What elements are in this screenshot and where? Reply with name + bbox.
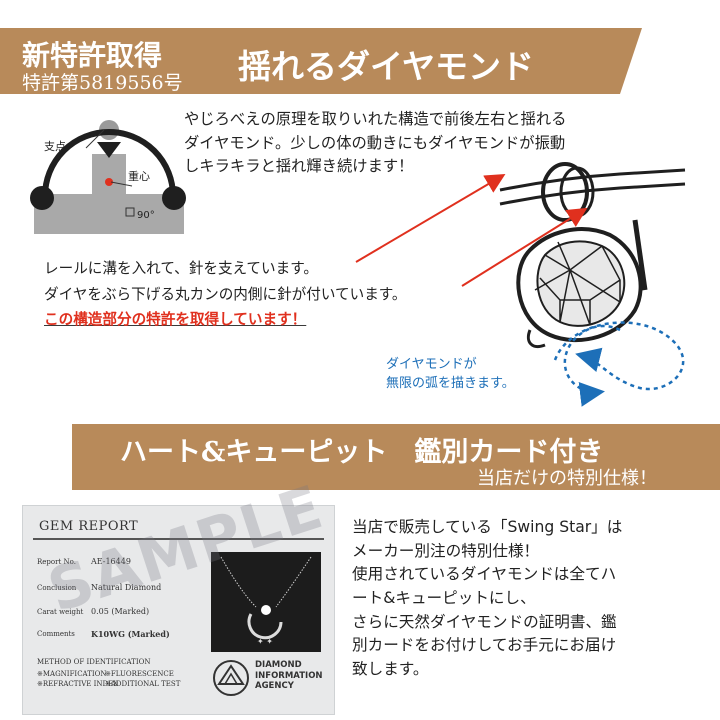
pendant-tip: [526, 329, 546, 348]
outro-line: さらに天然ダイヤモンドの証明書、鑑: [352, 612, 617, 631]
gem-report-heading: GEM REPORT: [39, 519, 139, 534]
diagram-arc: [42, 129, 176, 197]
center-leader: [110, 181, 133, 187]
motion-line: 無限の弧を描きます。: [386, 375, 515, 391]
diagram-pivot: [97, 142, 121, 158]
agency-name: DIAMOND INFORMATION AGENCY: [255, 660, 323, 692]
chain-bottom: [499, 182, 686, 206]
motion-line: ダイヤモンドが: [386, 357, 477, 372]
report-photo: ✦ ✦: [211, 552, 321, 652]
diagram-weight-right: [162, 186, 186, 210]
intro-line: やじろべえの原理を取りいれた構造で前後左右と揺れる: [184, 110, 567, 128]
label-angle: 90°: [137, 210, 155, 221]
report-value: Natural Diamond: [91, 583, 162, 592]
label-fulcrum: 支点: [44, 140, 66, 153]
svg-text:✦ ✦: ✦ ✦: [257, 637, 273, 646]
gem-report-header: GEM REPORT: [33, 516, 324, 540]
patent-banner-background: [0, 28, 642, 94]
patent-banner: 新特許取得 特許第5819556号 揺れるダイヤモンド: [0, 28, 720, 94]
rail-line: ダイヤをぶら下げる丸カンの内側に針が付いています。: [44, 285, 407, 303]
rail-paragraph: レールに溝を入れて、針を支えています。 ダイヤをぶら下げる丸カンの内側に針が付い…: [44, 256, 407, 333]
outro-line: 当店で販売している「Swing Star」は: [352, 518, 623, 536]
motion-caption: ダイヤモンドが 無限の弧を描きます。: [386, 356, 515, 394]
method-item: ※MAGNIFICATION: [37, 670, 107, 678]
outro-line: 使用されているダイヤモンドは全てハ: [352, 565, 617, 584]
report-key: Carat weight: [37, 608, 84, 616]
outro-line: 別カードをお付けしてお手元にお届け: [352, 636, 617, 655]
intro-line: ダイヤモンド。少しの体の動きにもダイヤモンドが振動: [184, 133, 566, 152]
outro-line: 致します。: [352, 660, 429, 679]
outro-line: ート&キューピットにし、: [352, 589, 536, 608]
report-value: 0.05 (Marked): [91, 607, 150, 616]
label-center-of-gravity: 重心: [128, 169, 150, 183]
right-angle-mark: [125, 207, 135, 217]
agency-logo-icon: [213, 660, 249, 696]
outro-paragraph: 当店で販売している「Swing Star」は メーカー別注の特別仕様！ 使用され…: [352, 516, 622, 682]
report-value: K10WG (Marked): [91, 629, 170, 639]
heart-cupid-banner-background: [72, 424, 720, 490]
agency-line: AGENCY: [255, 681, 294, 692]
center-of-gravity-dot: [105, 178, 113, 186]
outro-line: メーカー別注の特別仕様！: [352, 541, 540, 560]
agency-line: DIAMOND: [255, 660, 302, 670]
method-item: ※FLUORESCENCE: [105, 670, 174, 678]
report-photo-pendant: ✦ ✦: [220, 556, 312, 646]
banner-title-new-patent: 新特許取得: [22, 39, 163, 72]
report-value: AE-16449: [91, 557, 131, 566]
banner-title-swinging-diamond: 揺れるダイヤモンド: [238, 47, 535, 86]
method-item: ※REFRACTIVE INDEX: [37, 680, 119, 688]
banner-title-heart-cupid: ハート&キューピット 鑑別カード付き: [120, 437, 604, 468]
pendant-illustration: [499, 162, 686, 348]
balance-diagram: 支点 重心 90°: [30, 120, 186, 234]
patent-number: 特許第5819556号: [22, 72, 183, 94]
pendant-bail: [632, 219, 648, 291]
diamond-body: [536, 240, 626, 327]
agency-line: INFORMATION: [255, 670, 323, 681]
chain-top: [499, 168, 686, 192]
fulcrum-leader: [85, 129, 105, 149]
method-title: METHOD OF IDENTIFICATION: [37, 658, 151, 666]
rail-line: レールに溝を入れて、針を支えています。: [44, 260, 318, 277]
intro-line: しキラキラと揺れ輝き続けます！: [184, 157, 414, 176]
heart-cupid-banner: ハート&キューピット 鑑別カード付き 当店だけの特別仕様！: [0, 424, 720, 490]
intro-paragraph: やじろべえの原理を取りいれた構造で前後左右と揺れる ダイヤモンド。少しの体の動き…: [184, 108, 566, 179]
gem-report-card: GEM REPORT Report No. AE-16449 Conclusio…: [22, 505, 335, 715]
report-key: Conclusion: [37, 584, 77, 592]
report-key: Comments: [37, 630, 75, 638]
diagram-post: [92, 154, 126, 234]
method-item: ※ADDITIONAL TEST: [105, 680, 181, 688]
diagram-weight-left: [30, 186, 54, 210]
banner-subtitle-special: 当店だけの特別仕様！: [477, 468, 657, 489]
patent-note: この構造部分の特許を取得しています！: [44, 311, 307, 329]
report-key: Report No.: [37, 558, 76, 566]
